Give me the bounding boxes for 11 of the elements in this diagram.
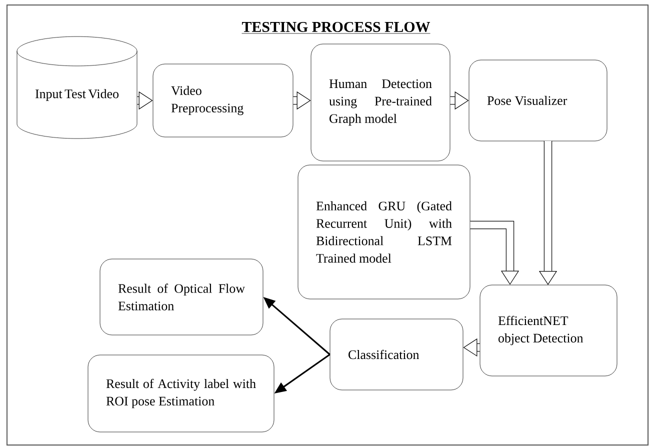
process-box: Pose Visualizer (468, 60, 608, 142)
process-box: Result of Activity label with ROI pose Estimation (88, 354, 274, 432)
process-box: Result of Optical Flow Estimation (100, 258, 264, 336)
process-box: Classification (330, 318, 464, 390)
block-arrow (470, 220, 520, 285)
process-box: Video Preprocessing (152, 64, 294, 138)
process-box: EfficientNET object Detection (480, 284, 618, 376)
title: TESTING PROCESS FLOW (242, 22, 430, 34)
database-cylinder: Input Test Video (16, 36, 138, 139)
process-box: Human Detection using Pre-trained Graph model (310, 44, 450, 162)
process-box: Enhanced GRU (Gated Recurrent Unit) with Bidirectional LSTM Trained model (298, 164, 470, 300)
